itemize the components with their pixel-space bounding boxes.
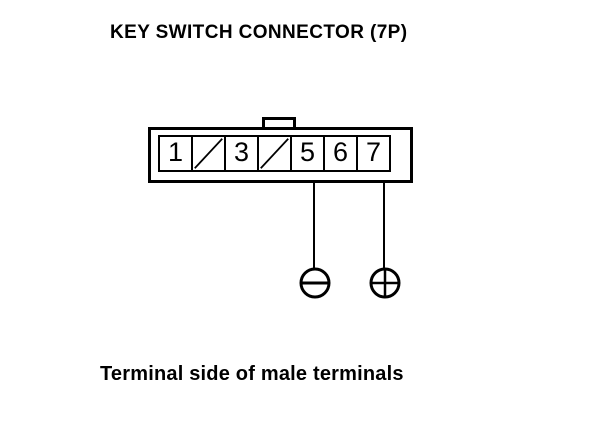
- terminal-label: 3: [233, 137, 250, 167]
- terminal-cell-7: 7: [356, 135, 391, 172]
- terminal-cell-6: 6: [323, 135, 358, 172]
- terminal-label: 6: [332, 137, 349, 167]
- slash-icon: [260, 138, 289, 169]
- test-lead-terminal-5: [313, 183, 315, 269]
- diagram-title: KEY SWITCH CONNECTOR (7P): [110, 22, 408, 43]
- connector-lock-tab: [262, 117, 296, 129]
- terminal-label: 1: [167, 137, 184, 167]
- terminal-cell-1: 1: [158, 135, 193, 172]
- terminal-row: 1 3 5 6 7: [158, 135, 391, 172]
- diagram-caption: Terminal side of male terminals: [100, 363, 404, 385]
- plus-probe-icon: [369, 267, 401, 299]
- terminal-cell-blocked-4: [257, 135, 292, 172]
- slash-icon: [194, 138, 223, 169]
- terminal-label: 5: [299, 137, 316, 167]
- minus-probe-icon: [299, 267, 331, 299]
- terminal-label: 7: [365, 137, 382, 167]
- terminal-cell-5: 5: [290, 135, 325, 172]
- terminal-cell-3: 3: [224, 135, 259, 172]
- terminal-cell-blocked-2: [191, 135, 226, 172]
- test-lead-terminal-7: [383, 183, 385, 269]
